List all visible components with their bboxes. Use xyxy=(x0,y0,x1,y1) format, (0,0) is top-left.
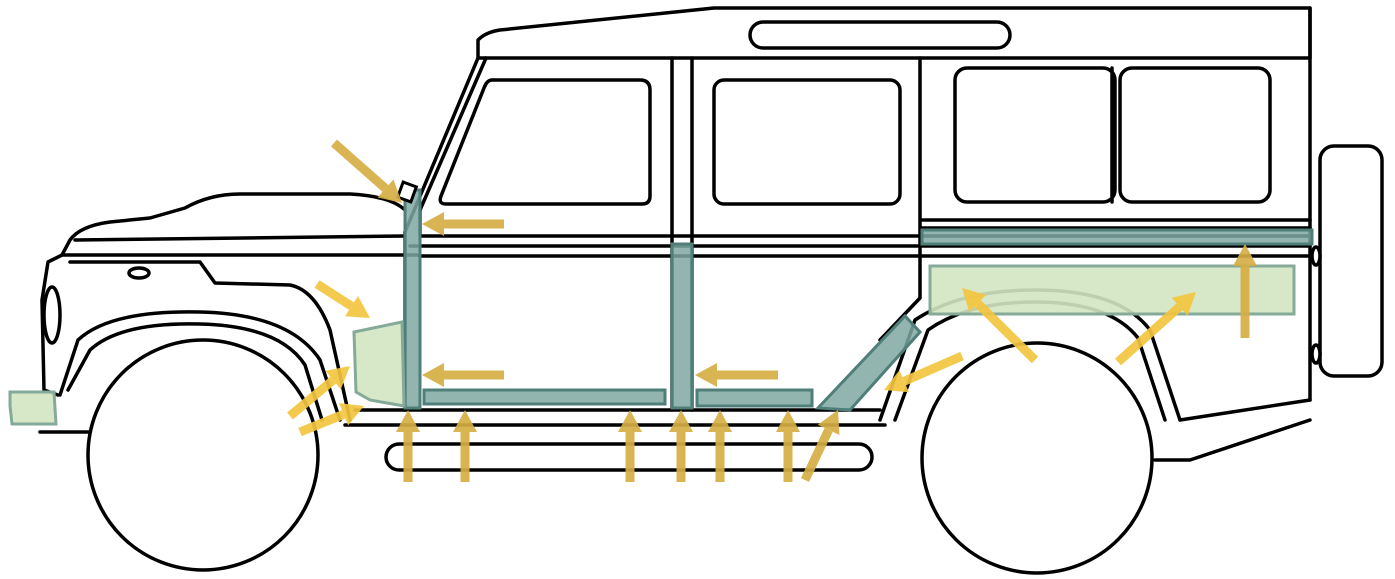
front-wheel xyxy=(88,340,318,570)
a-pillar-section xyxy=(405,190,420,408)
rear-door-window xyxy=(714,80,900,204)
rear-wheel xyxy=(922,343,1152,573)
spare-wheel xyxy=(1320,146,1382,376)
bonnet-line xyxy=(75,236,405,240)
rear-body-side-rail xyxy=(922,230,1312,244)
rear-sill-section xyxy=(697,390,812,406)
inspection-arrow-icon xyxy=(422,212,504,236)
sill-line xyxy=(345,410,885,425)
roof-vent xyxy=(750,22,1010,48)
bonnet xyxy=(62,194,420,255)
rear-side-window-2 xyxy=(1120,68,1270,202)
inspection-arrow-icon xyxy=(422,363,504,387)
inspection-arrow-icon xyxy=(317,284,370,318)
belt-line xyxy=(922,220,1310,228)
rear-body-bottom xyxy=(1155,400,1310,460)
front-bumper-end xyxy=(10,392,56,424)
front-sill-section xyxy=(424,390,665,404)
headlamp xyxy=(44,287,60,343)
b-pillar-section xyxy=(672,244,692,408)
front-footwell-panel xyxy=(354,322,404,406)
side-repeater xyxy=(129,268,149,278)
inspection-arrow-icon xyxy=(695,363,778,387)
front-door-window xyxy=(440,80,650,204)
rear-side-window-1 xyxy=(955,68,1115,202)
